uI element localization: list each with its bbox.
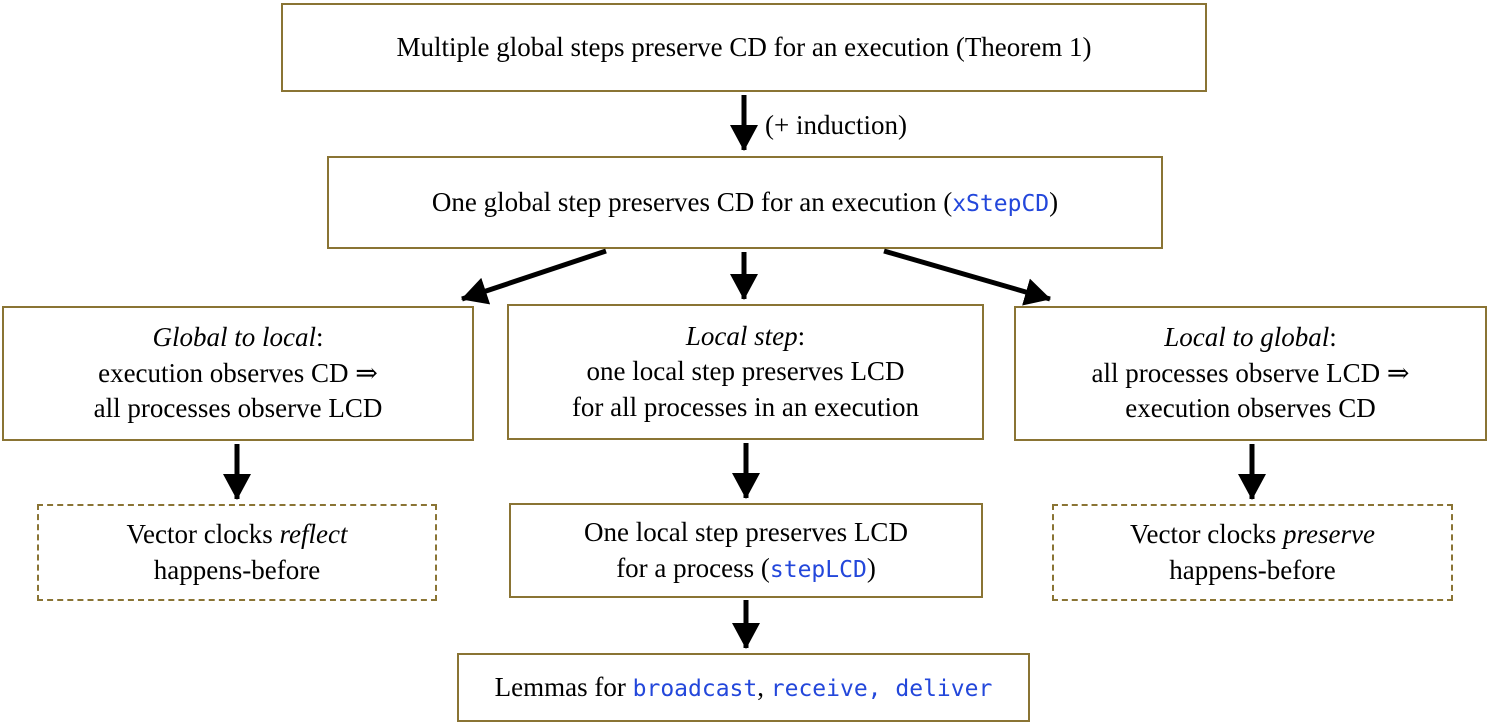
xstepcd-code: xStepCD [952,190,1050,217]
vc-reflect-line2: happens-before [153,554,321,585]
lemmas-pre: Lemmas for [494,671,633,702]
local-step-title: Local step: [685,320,806,351]
vc-reflect-line1: Vector clocks reflect [126,518,348,549]
vc-preserve-line2: happens-before [1169,554,1336,585]
box-vector-clocks-preserve: Vector clocks preserve happens-before [1052,504,1453,601]
lemmas-separator: , [757,671,771,702]
global-to-local-line2: execution observes CD ⇒ [98,357,378,388]
box-theorem1: Multiple global steps preserve CD for an… [281,3,1207,92]
lemmas-line: Lemmas for broadcast, receive, deliver [495,670,993,706]
theorem1-text: Multiple global steps preserve CD for an… [396,31,1092,62]
steplcd-code: stepLCD [769,556,867,583]
box-global-to-local: Global to local: execution observes CD ⇒… [2,306,474,441]
box-xstepcd: One global step preserves CD for an exec… [327,156,1163,249]
local-to-global-line3: execution observes CD [1125,393,1376,424]
vc-preserve-line1: Vector clocks preserve [1130,518,1375,549]
local-step-line2: one local step preserves LCD [586,356,905,387]
global-to-local-title: Global to local: [152,322,324,353]
induction-label: (+ induction) [765,110,907,140]
diagonal-arrow-icon-xstepcd-to-local-to-global [883,248,1051,306]
local-step-line3: for all processes in an execution [571,391,920,422]
local-to-global-line2: all processes observe LCD ⇒ [1091,357,1410,388]
xstepcd-post: ) [1049,186,1059,217]
steplcd-line2: for a process (stepLCD) [616,552,876,583]
xstepcd-pre: One global step preserves CD for an exec… [431,186,953,217]
steplcd-line1: One local step preserves LCD [584,516,908,547]
local-to-global-title: Local to global: [1164,322,1337,353]
box-local-step: Local step: one local step preserves LCD… [507,304,984,440]
lemmas-code-broadcast: broadcast [632,675,758,702]
box-lemmas: Lemmas for broadcast, receive, deliver [457,653,1030,722]
box-steplcd: One local step preserves LCD for a proce… [509,503,983,598]
lemmas-code-receive-deliver: receive, deliver [770,675,993,702]
diagonal-arrow-icon-xstepcd-to-global-to-local [461,248,607,305]
xstepcd-line: One global step preserves CD for an exec… [432,185,1058,221]
global-to-local-line3: all processes observe LCD [93,393,383,424]
box-local-to-global: Local to global: all processes observe L… [1014,306,1487,441]
box-vector-clocks-reflect: Vector clocks reflect happens-before [37,504,437,601]
